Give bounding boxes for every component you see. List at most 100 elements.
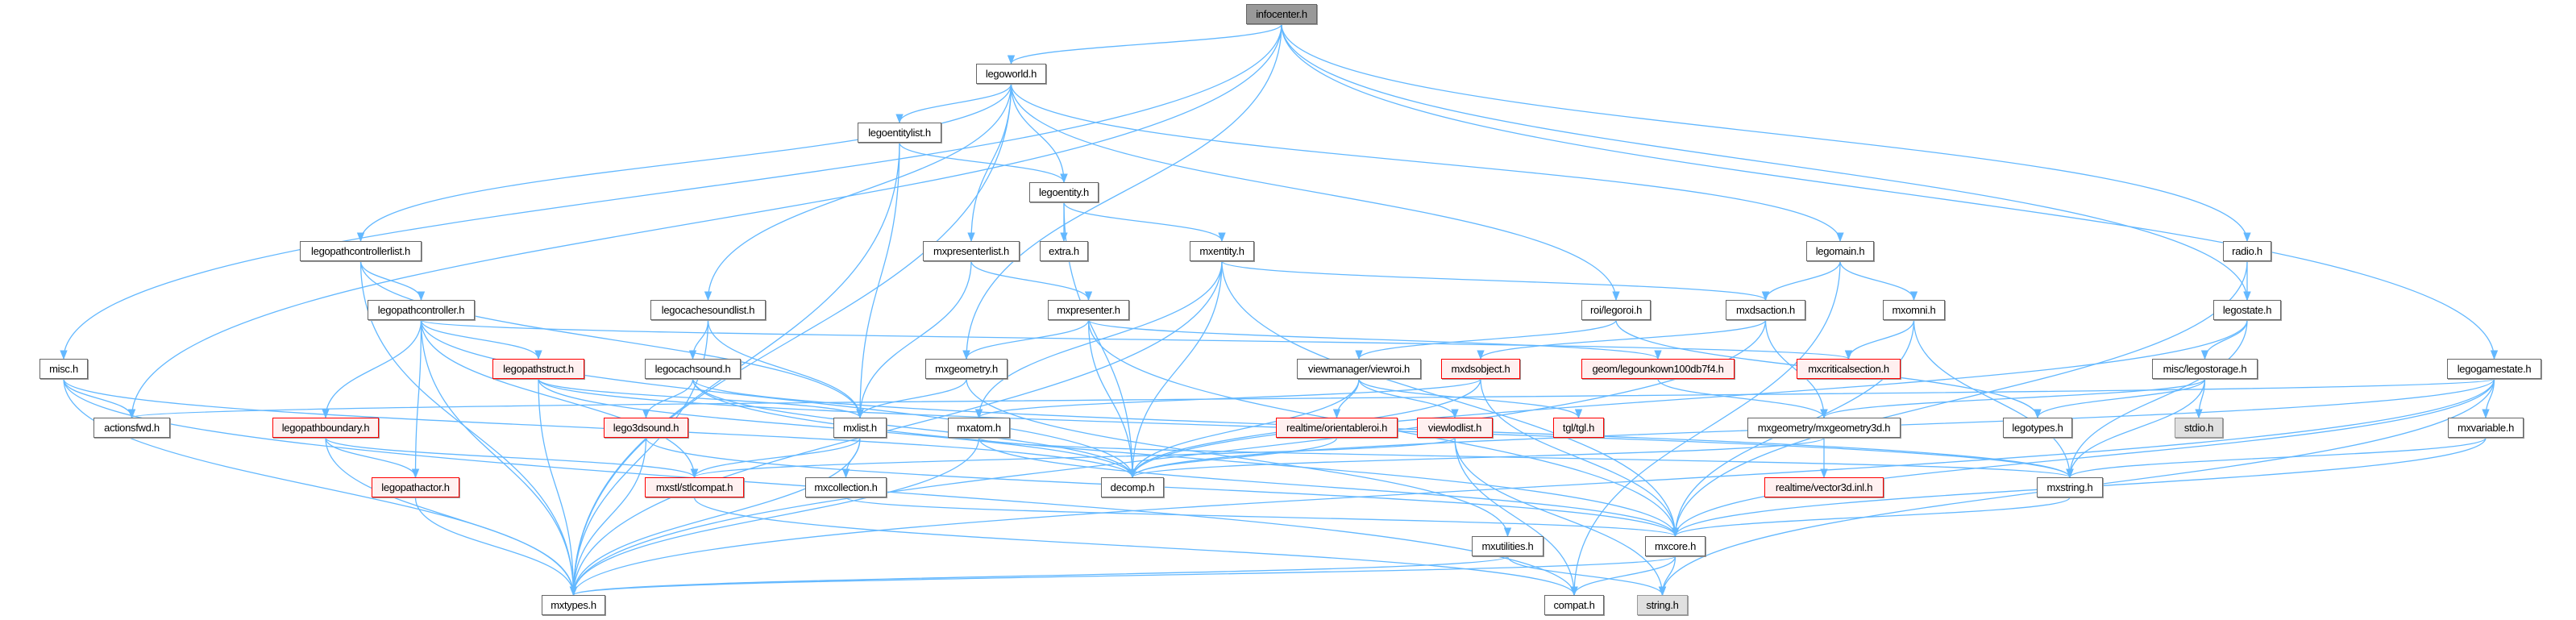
node-legopathcontrollerlist[interactable]: legopathcontrollerlist.h <box>300 241 422 261</box>
edge-mxlist-to-mxstlcompat <box>690 437 861 479</box>
node-string[interactable]: string.h <box>1637 595 1688 615</box>
node-orientableroi[interactable]: realtime/orientableroi.h <box>1276 418 1398 438</box>
edge-legostate-to-mxstring <box>2066 319 2248 479</box>
edge-mxentity-to-mxtypes <box>569 260 1223 597</box>
node-mxstlcompat[interactable]: mxstl/stlcompat.h <box>645 477 744 497</box>
node-radio[interactable]: radio.h <box>2223 241 2271 261</box>
edge-legocachsound-to-decomp <box>692 378 1136 479</box>
node-legoentitylist[interactable]: legoentitylist.h <box>858 123 941 143</box>
edge-legopathcontrollerlist-to-mxtypes <box>359 260 578 597</box>
node-viewlodlist[interactable]: viewlodlist.h <box>1417 418 1493 438</box>
edge-legopathactor-to-mxtypes <box>414 497 578 597</box>
edge-infocenter-to-legostate <box>1281 23 2251 302</box>
node-legotypes[interactable]: legotypes.h <box>2003 418 2072 438</box>
node-legoworld[interactable]: legoworld.h <box>976 64 1046 84</box>
node-mxutilities[interactable]: mxutilities.h <box>1472 536 1544 556</box>
edge-legopathboundary-to-legopathactor <box>325 437 420 479</box>
node-mxdsobject[interactable]: mxdsobject.h <box>1441 359 1520 379</box>
node-mxpresenterlist[interactable]: mxpresenterlist.h <box>923 241 1020 261</box>
edge-mxstlcompat-to-compat <box>693 497 1578 597</box>
edge-viewlodlist-to-compat <box>1454 437 1578 597</box>
edge-mxcollection-to-mxcore <box>845 497 1679 538</box>
edge-legopathboundary-to-mxstlcompat <box>325 437 698 479</box>
node-extra[interactable]: extra.h <box>1040 241 1088 261</box>
node-vector3d-inl[interactable]: realtime/vector3d.inl.h <box>1764 477 1884 497</box>
edge-legopathstruct-to-mxtypes <box>538 378 578 597</box>
node-mxentity[interactable]: mxentity.h <box>1190 241 1254 261</box>
node-mxatom[interactable]: mxatom.h <box>948 418 1010 438</box>
node-mxcriticalsection[interactable]: mxcriticalsection.h <box>1797 359 1901 379</box>
edge-legoworld-to-legocachesoundlist <box>704 83 1012 302</box>
edge-misc-to-actionsfwd <box>63 378 136 419</box>
edge-mxcore-to-compat <box>1570 556 1676 597</box>
node-legopathboundary[interactable]: legopathboundary.h <box>272 418 379 438</box>
edge-mxvariable-to-mxstring <box>2066 437 2487 479</box>
edge-viewlodlist-to-mxstlcompat <box>691 437 1456 479</box>
node-legopathactor[interactable]: legopathactor.h <box>372 477 459 497</box>
edge-legoentity-to-mxentity <box>1063 202 1226 243</box>
node-legomain[interactable]: legomain.h <box>1806 241 1874 261</box>
edge-legomain-to-mxomni <box>1839 260 1918 302</box>
node-legoentity[interactable]: legoentity.h <box>1029 182 1099 202</box>
node-mxdsaction[interactable]: mxdsaction.h <box>1726 300 1805 320</box>
node-tgl[interactable]: tgl/tgl.h <box>1553 418 1604 438</box>
edge-legostorage-to-mxstring <box>2066 378 2206 479</box>
edge-lego3dsound-to-mxtypes <box>569 437 647 597</box>
edge-legogamestate-to-mxcore <box>1671 378 2495 538</box>
node-infocenter[interactable]: infocenter.h <box>1246 4 1317 24</box>
edge-legocachsound-to-mxcore <box>692 378 1680 538</box>
edge-legoworld-to-legoroi <box>1010 83 1620 302</box>
edge-misc-to-decomp <box>63 378 1136 479</box>
node-legocachsound[interactable]: legocachsound.h <box>645 359 741 379</box>
edge-legopathcontroller-to-legopathstruct <box>420 319 542 360</box>
node-actionsfwd[interactable]: actionsfwd.h <box>93 418 170 438</box>
node-decomp[interactable]: decomp.h <box>1101 477 1164 497</box>
node-mxtypes[interactable]: mxtypes.h <box>542 595 605 615</box>
node-legoroi[interactable]: roi/legoroi.h <box>1581 300 1651 320</box>
edge-mxatom-to-mxcore <box>978 437 1680 538</box>
edge-mxcore-to-mxtypes <box>570 556 1676 597</box>
edge-legomain-to-compat <box>1570 260 1841 597</box>
node-legostate[interactable]: legostate.h <box>2213 300 2281 320</box>
edge-mxpresenterlist-to-mxpresenter <box>970 260 1093 302</box>
edge-legoentitylist-to-legoentity <box>899 142 1068 184</box>
edge-infocenter-to-legoworld <box>1007 23 1282 65</box>
edge-legostate-to-legostorage <box>2200 319 2248 360</box>
node-misc[interactable]: misc.h <box>39 359 88 379</box>
edge-mxomni-to-mxstring <box>1913 319 2074 479</box>
node-mxcore[interactable]: mxcore.h <box>1645 536 1706 556</box>
node-stdio[interactable]: stdio.h <box>2175 418 2223 438</box>
edge-infocenter-to-mxgeometry <box>962 23 1282 360</box>
node-legopathcontroller[interactable]: legopathcontroller.h <box>368 300 475 320</box>
edge-mxentity-to-mxdsaction <box>1221 260 1769 302</box>
node-legounkown100db7f4[interactable]: geom/legounkown100db7f4.h <box>1581 359 1735 379</box>
edge-legomain-to-mxdsaction <box>1761 260 1841 302</box>
node-mxomni[interactable]: mxomni.h <box>1883 300 1945 320</box>
node-legocachesoundlist[interactable]: legocachesoundlist.h <box>650 300 766 320</box>
node-mxlist[interactable]: mxlist.h <box>833 418 887 438</box>
edge-viewroi-to-decomp <box>1128 378 1360 479</box>
node-compat[interactable]: compat.h <box>1544 595 1604 615</box>
edge-legoworld-to-legoentitylist <box>895 83 1012 124</box>
edge-legopathcontroller-to-mxcriticalsection <box>420 319 1852 360</box>
edge-legopathcontroller-to-decomp <box>420 319 1136 479</box>
node-viewroi[interactable]: viewmanager/viewroi.h <box>1297 359 1421 379</box>
edge-infocenter-to-legogamestate <box>1281 23 2499 360</box>
edge-legoroi-to-viewroi <box>1355 319 1617 360</box>
edge-mxatom-to-mxstring <box>978 437 2074 479</box>
node-legopathstruct[interactable]: legopathstruct.h <box>492 359 584 379</box>
node-mxstring[interactable]: mxstring.h <box>2037 477 2103 497</box>
edge-infocenter-to-misc <box>60 23 1282 360</box>
edge-legostorage-to-mxgeometry3d <box>1820 378 2206 419</box>
node-mxgeometry[interactable]: mxgeometry.h <box>925 359 1008 379</box>
node-legogamestate[interactable]: legogamestate.h <box>2447 359 2541 379</box>
node-mxgeometry3d[interactable]: mxgeometry/mxgeometry3d.h <box>1747 418 1901 438</box>
edge-mxdsaction-to-mxdsobject <box>1477 319 1767 360</box>
node-lego3dsound[interactable]: lego3dsound.h <box>604 418 688 438</box>
node-mxvariable[interactable]: mxvariable.h <box>2448 418 2524 438</box>
node-mxpresenter[interactable]: mxpresenter.h <box>1048 300 1129 320</box>
edge-legopathstruct-to-mxlist <box>538 378 864 419</box>
node-mxcollection[interactable]: mxcollection.h <box>805 477 887 497</box>
node-legostorage[interactable]: misc/legostorage.h <box>2152 359 2258 379</box>
